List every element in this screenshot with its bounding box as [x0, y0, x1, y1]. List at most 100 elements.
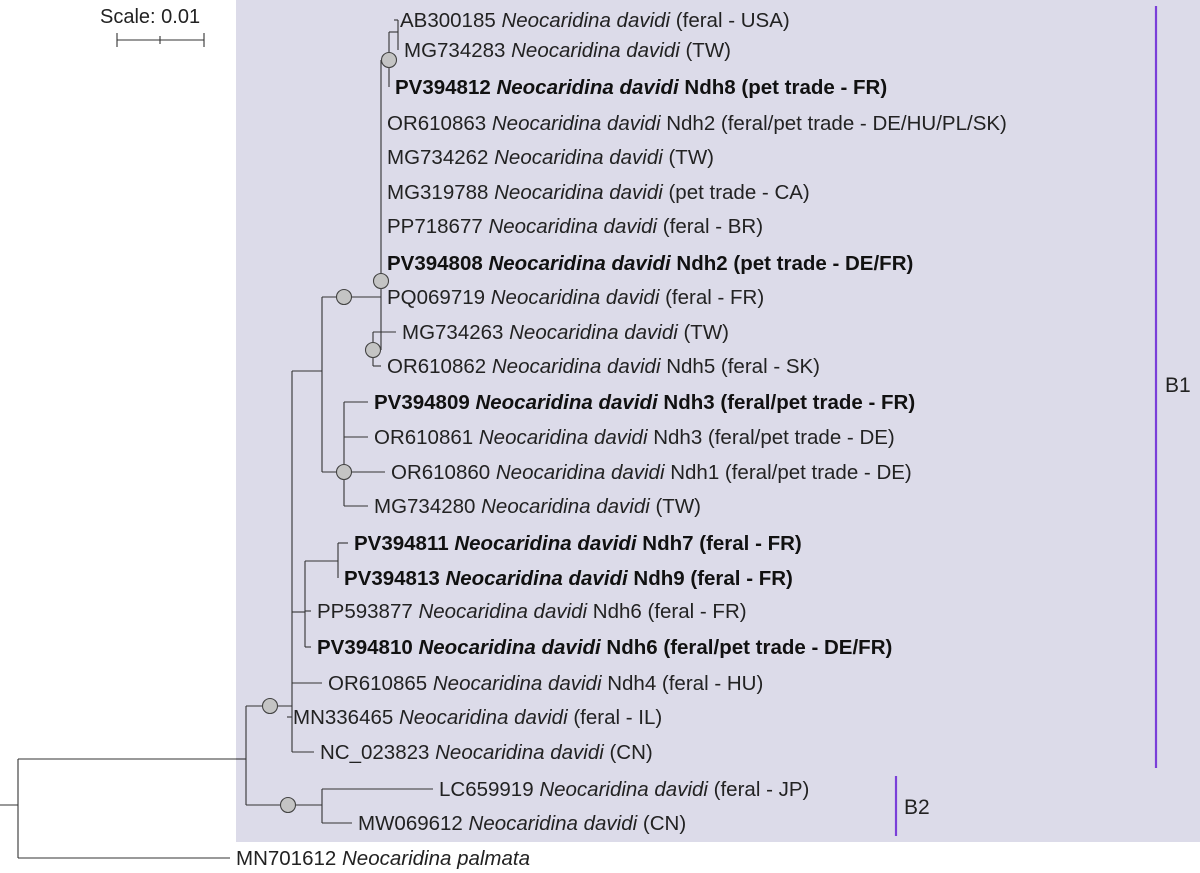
tip-label: MG319788 Neocaridina davidi (pet trade -…: [387, 181, 810, 204]
tip-species: Neocaridina davidi: [418, 600, 588, 623]
scale-bar: Scale: 0.01: [100, 6, 205, 47]
tip-label: PV394810 Neocaridina davidi Ndh6 (feral/…: [317, 636, 892, 659]
tip-label: NC_023823 Neocaridina davidi (CN): [320, 741, 653, 764]
tip-accession: PV394811: [354, 532, 454, 555]
tip-species: Neocaridina davidi: [496, 461, 666, 484]
tip-details: (feral - USA): [670, 9, 790, 32]
tip-accession: MG734262: [387, 146, 494, 169]
tip-details: (CN): [637, 812, 686, 835]
tip-details: Ndh5 (feral - SK): [661, 355, 821, 378]
node-ndh3-support: [335, 463, 353, 481]
tip-species: Neocaridina davidi: [488, 252, 672, 275]
tip-label: PQ069719 Neocaridina davidi (feral - FR): [387, 286, 764, 309]
tip-accession: PQ069719: [387, 286, 491, 309]
clade-b1: B1: [1154, 6, 1191, 768]
tip-species: Neocaridina davidi: [494, 146, 664, 169]
tree-tip-labels: AB300185 Neocaridina davidi (feral - USA…: [236, 9, 1007, 870]
tip-details: Ndh3 (feral/pet trade - DE): [648, 426, 895, 449]
tip-species: Neocaridina davidi: [399, 706, 569, 729]
tip-species: Neocaridina davidi: [539, 778, 709, 801]
tip-label: PV394808 Neocaridina davidi Ndh2 (pet tr…: [387, 252, 913, 275]
node-ndh5-support: [364, 341, 382, 359]
tip-details: Ndh9 (feral - FR): [628, 567, 793, 590]
tip-accession: NC_023823: [320, 741, 435, 764]
node-b1-support: [261, 697, 279, 715]
tip-details: Ndh6 (feral/pet trade - DE/FR): [601, 636, 893, 659]
tip-species: Neocaridina davidi: [481, 495, 651, 518]
tip-label: MN336465 Neocaridina davidi (feral - IL): [293, 706, 662, 729]
tip-details: (feral - BR): [657, 215, 763, 238]
tip-details: Ndh7 (feral - FR): [637, 532, 802, 555]
tip-accession: MW069612: [358, 812, 469, 835]
tip-species: Neocaridina davidi: [492, 112, 662, 135]
tip-label: PV394809 Neocaridina davidi Ndh3 (feral/…: [374, 391, 915, 414]
tip-species: Neocaridina davidi: [435, 741, 605, 764]
tip-species: Neocaridina davidi: [509, 321, 679, 344]
tip-accession: OR610862: [387, 355, 492, 378]
tip-accession: LC659919: [439, 778, 539, 801]
tip-accession: MG734280: [374, 495, 481, 518]
tip-details: Ndh8 (pet trade - FR): [679, 76, 887, 99]
tip-details: (TW): [678, 321, 729, 344]
tip-accession: PV394812: [395, 76, 496, 99]
tip-accession: PP593877: [317, 600, 418, 623]
tip-accession: PP718677: [387, 215, 488, 238]
tip-accession: MG734263: [402, 321, 509, 344]
node-upper-a-support: [335, 288, 353, 306]
tip-details: (TW): [680, 39, 731, 62]
node-b2-support: [279, 796, 297, 814]
tip-accession: AB300185: [400, 9, 501, 32]
tip-details: (feral - JP): [708, 778, 809, 801]
tip-label: PP593877 Neocaridina davidi Ndh6 (feral …: [317, 600, 747, 623]
tip-species: Neocaridina davidi: [492, 355, 662, 378]
tip-label: OR610865 Neocaridina davidi Ndh4 (feral …: [328, 672, 763, 695]
clade-b2-label: B2: [904, 796, 930, 819]
tip-accession: PV394810: [317, 636, 418, 659]
tip-details: Ndh1 (feral/pet trade - DE): [665, 461, 912, 484]
node-ndh2-support: [372, 272, 390, 290]
tip-label: PV394813 Neocaridina davidi Ndh9 (feral …: [344, 567, 793, 590]
tip-accession: OR610863: [387, 112, 492, 135]
tip-details: (TW): [650, 495, 701, 518]
tip-details: Ndh2 (pet trade - DE/FR): [671, 252, 914, 275]
tip-species: Neocaridina davidi: [445, 567, 629, 590]
tip-species: Neocaridina davidi: [496, 76, 680, 99]
tip-accession: OR610860: [391, 461, 496, 484]
tip-label: MN701612 Neocaridina palmata: [236, 847, 530, 870]
tip-details: (CN): [604, 741, 653, 764]
tip-label: AB300185 Neocaridina davidi (feral - USA…: [400, 9, 790, 32]
tip-label: MG734280 Neocaridina davidi (TW): [374, 495, 701, 518]
tip-label: MG734263 Neocaridina davidi (TW): [402, 321, 729, 344]
tip-details: Ndh3 (feral/pet trade - FR): [658, 391, 915, 414]
tip-species: Neocaridina davidi: [469, 812, 639, 835]
tip-species: Neocaridina davidi: [418, 636, 602, 659]
tip-species: Neocaridina davidi: [491, 286, 661, 309]
tip-label: PV394812 Neocaridina davidi Ndh8 (pet tr…: [395, 76, 887, 99]
tip-accession: OR610861: [374, 426, 479, 449]
tip-label: OR610862 Neocaridina davidi Ndh5 (feral …: [387, 355, 820, 378]
tip-accession: PV394809: [374, 391, 475, 414]
tip-species: Neocaridina palmata: [342, 847, 530, 870]
tip-label: LC659919 Neocaridina davidi (feral - JP): [439, 778, 809, 801]
tip-details: Ndh4 (feral - HU): [602, 672, 764, 695]
tip-species: Neocaridina davidi: [511, 39, 681, 62]
tip-label: OR610863 Neocaridina davidi Ndh2 (feral/…: [387, 112, 1007, 135]
tip-label: OR610860 Neocaridina davidi Ndh1 (feral/…: [391, 461, 912, 484]
tip-species: Neocaridina davidi: [488, 215, 658, 238]
tip-details: Ndh6 (feral - FR): [587, 600, 746, 623]
tip-label: OR610861 Neocaridina davidi Ndh3 (feral/…: [374, 426, 895, 449]
tree-nodes: [261, 51, 398, 814]
tip-accession: PV394808: [387, 252, 488, 275]
tip-accession: OR610865: [328, 672, 433, 695]
tip-details: (feral - IL): [568, 706, 663, 729]
tip-label: MG734283 Neocaridina davidi (TW): [404, 39, 731, 62]
tip-details: Ndh2 (feral/pet trade - DE/HU/PL/SK): [661, 112, 1007, 135]
tip-species: Neocaridina davidi: [479, 426, 649, 449]
tip-accession: MN336465: [293, 706, 399, 729]
tip-label: PV394811 Neocaridina davidi Ndh7 (feral …: [354, 532, 802, 555]
clade-b2: B2: [894, 776, 930, 836]
tip-label: PP718677 Neocaridina davidi (feral - BR): [387, 215, 763, 238]
tip-accession: PV394813: [344, 567, 445, 590]
